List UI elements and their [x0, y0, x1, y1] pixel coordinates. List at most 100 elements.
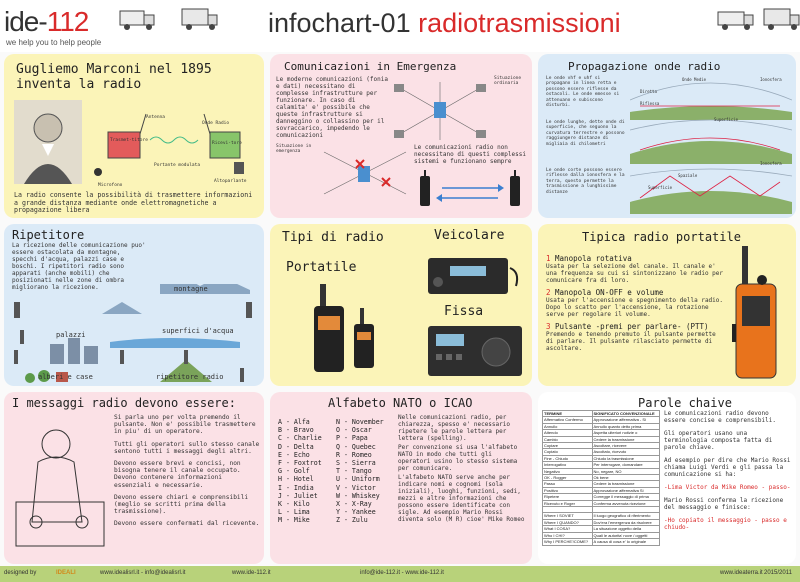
parole-title: Parole chaive [638, 396, 732, 410]
table-cell: Why I PERCHE'/COME? [542, 538, 593, 546]
footer-right-site[interactable]: www.ideaterra.it [720, 570, 763, 576]
table-cell: Dov'era l'emergenza da risolvere [591, 518, 661, 527]
nato-letter: N - November [336, 418, 384, 426]
base-station-icon [428, 326, 522, 376]
nato-letter: H - Hotel [278, 475, 314, 484]
table-row: What I COSA?La situazione oggetto della [542, 525, 661, 533]
table-cell: A causa di cosa e' lo originale [591, 538, 661, 546]
tagline: we help you to help people [6, 38, 102, 47]
table-cell: Annullo quanto detto prima [591, 422, 661, 431]
control-text: Usata per la selezione del canale. Il ca… [546, 263, 724, 284]
table-cell: Approvazione affermativa - Si [591, 416, 661, 424]
table-cell: SIGNIFICATO CONVENZIONALE [591, 409, 661, 418]
messaggi-title: I messaggi radio devono essere: [12, 396, 236, 410]
label-montagne: montagne [174, 285, 208, 293]
control-number: 3 [546, 322, 551, 331]
label-superficie: Superficie [714, 117, 739, 122]
label-alberi-case: alberi e case [38, 373, 93, 381]
control-head: Manopola rotativa [555, 254, 632, 263]
footer-contacts-2[interactable]: info@ide-112.it - www.ide-112.it [360, 570, 444, 576]
footer-brand: IDEALI [56, 570, 76, 576]
nato-letter: M - Mike [278, 516, 310, 525]
emergenza-panel: Comunicazioni in Emergenza Le moderne co… [270, 54, 532, 218]
table-cell: Cedere la trasmissione [591, 435, 661, 444]
table-cell: Ascoltare, ricevere [591, 441, 661, 450]
parole-text3: Ad esempio per dire che Mario Rossi chia… [664, 457, 791, 478]
control-item: 2 Manopola ON-OFF e volume Usata per l'a… [546, 288, 724, 318]
veicolare-label: Veicolare [434, 228, 505, 243]
truck-icon [181, 8, 218, 30]
page-title: infochart-01 radiotrasmissioni [268, 8, 621, 39]
parole-text4: Mario Rossi conferma la ricezione del me… [664, 497, 784, 511]
table-cell: Il luogo geografico di riferimento [591, 512, 661, 520]
label-diretta: Diretta [640, 89, 657, 94]
control-text: Usata per l'accensione e spegnimento del… [546, 297, 724, 318]
nato-letter: F - Foxtrot [278, 459, 322, 468]
nato-letter: A - Alfa [278, 418, 310, 426]
nato-letter: T - Tango [336, 467, 372, 476]
logo-number: 112 [46, 6, 90, 37]
propagazione-text3: Le onde corte possono essere riflesse da… [546, 168, 625, 195]
emergenza-label-emergenza: Situazione in emergenza [276, 144, 312, 154]
tipi-title: Tipi di radio [282, 230, 384, 245]
nato-letter: I - India [278, 483, 314, 492]
table-cell: La situazione oggetto della [591, 525, 661, 533]
emergenza-label-ordinaria: Situazione ordinaria [494, 76, 522, 86]
logo: ide-112 [4, 6, 90, 38]
table-cell: Aspetta ulteriori notizie o [591, 429, 661, 437]
footer-year: 2015/2011 [764, 570, 792, 576]
tipi-panel: Tipi di radio Veicolare Portatile Fissa [270, 224, 532, 386]
table-cell: Approvazione affermativa Si [591, 486, 661, 495]
marconi-text: La radio consente la possibilità di tras… [14, 191, 253, 215]
messaggi-para: Si parla uno per volta premendo il pulsa… [114, 414, 256, 436]
nato-letter: O - Oscar [336, 426, 372, 435]
control-head: Pulsante -premi per parlare- (PTT) [555, 322, 709, 331]
radio-portatile-panel: Tipica radio portatile 1 Manopola rotati… [538, 224, 796, 386]
portable-radio-illustration [732, 246, 777, 379]
portatile-label: Portatile [286, 260, 357, 275]
label-microfono: Microfono [98, 183, 123, 188]
messaggi-para: Tutti gli operatori sullo stesso canale … [114, 440, 260, 455]
nato-letter: U - Uniform [336, 475, 380, 484]
footer-site[interactable]: www.ide-112.it [232, 570, 271, 576]
label-superficie-2: Superficie [648, 185, 673, 190]
radio-operator-illustration [15, 429, 105, 547]
label-antenna: Antenna [146, 115, 165, 120]
header: ide-112 we help you to help people infoc… [0, 0, 800, 52]
label-palazzi: palazzi [56, 331, 86, 339]
control-item: 3 Pulsante -premi per parlare- (PTT) Pre… [546, 322, 724, 352]
propagazione-panel: Propagazione onde radio Le onde vhf e uh… [538, 54, 796, 218]
label-riflessa: Riflessa [640, 101, 660, 106]
label-portante: Portante modulata [154, 163, 201, 168]
label-superfici-acqua: superfici d'acqua [162, 327, 234, 335]
table-cell: Cedere la trasmissione [591, 480, 661, 488]
nato-letter: V - Victor [336, 483, 376, 492]
nato-letter: L - Lima [278, 508, 310, 517]
table-row: Where I QUANDO?Dov'era l'emergenza da ri… [542, 518, 661, 527]
ambulance-icon [119, 10, 155, 30]
label-spaziale: Spaziale [678, 173, 698, 178]
radio-link-diagram [420, 170, 520, 206]
parole-text2: Gli operatori usano una terminologia com… [664, 430, 773, 451]
nato-letter: C - Charlie [278, 434, 322, 443]
messaggi-para: Devono essere brevi e concisi, non bisog… [114, 460, 241, 489]
label-onde-radio: Onde Radio [202, 121, 230, 126]
fissa-label: Fissa [444, 304, 484, 319]
label-ionosfera-1: Ionosfera [760, 77, 782, 82]
van-icon [717, 11, 754, 30]
table-cell: Quali le autorita' nove / oggetti [591, 531, 661, 540]
parole-text-block: Le comunicazioni radio devono essere con… [664, 410, 792, 531]
label-ricevitore: Ricevi-tore [212, 141, 242, 146]
table-cell: Per interrogare, domandare [591, 461, 661, 469]
nato-letter: K - Kilo [278, 500, 310, 509]
footer-contacts[interactable]: www.idealisrl.it - info@idealisrl.it [100, 570, 186, 576]
controls-list: 1 Manopola rotativa Usata per la selezio… [546, 254, 724, 352]
control-text: Premendo e tenendo premuto il pulsante p… [546, 331, 716, 352]
nato-text3: L'alfabeto NATO serve anche per indicare… [398, 474, 525, 523]
table-cell: Conferma avvenuta ricezione [591, 499, 661, 508]
